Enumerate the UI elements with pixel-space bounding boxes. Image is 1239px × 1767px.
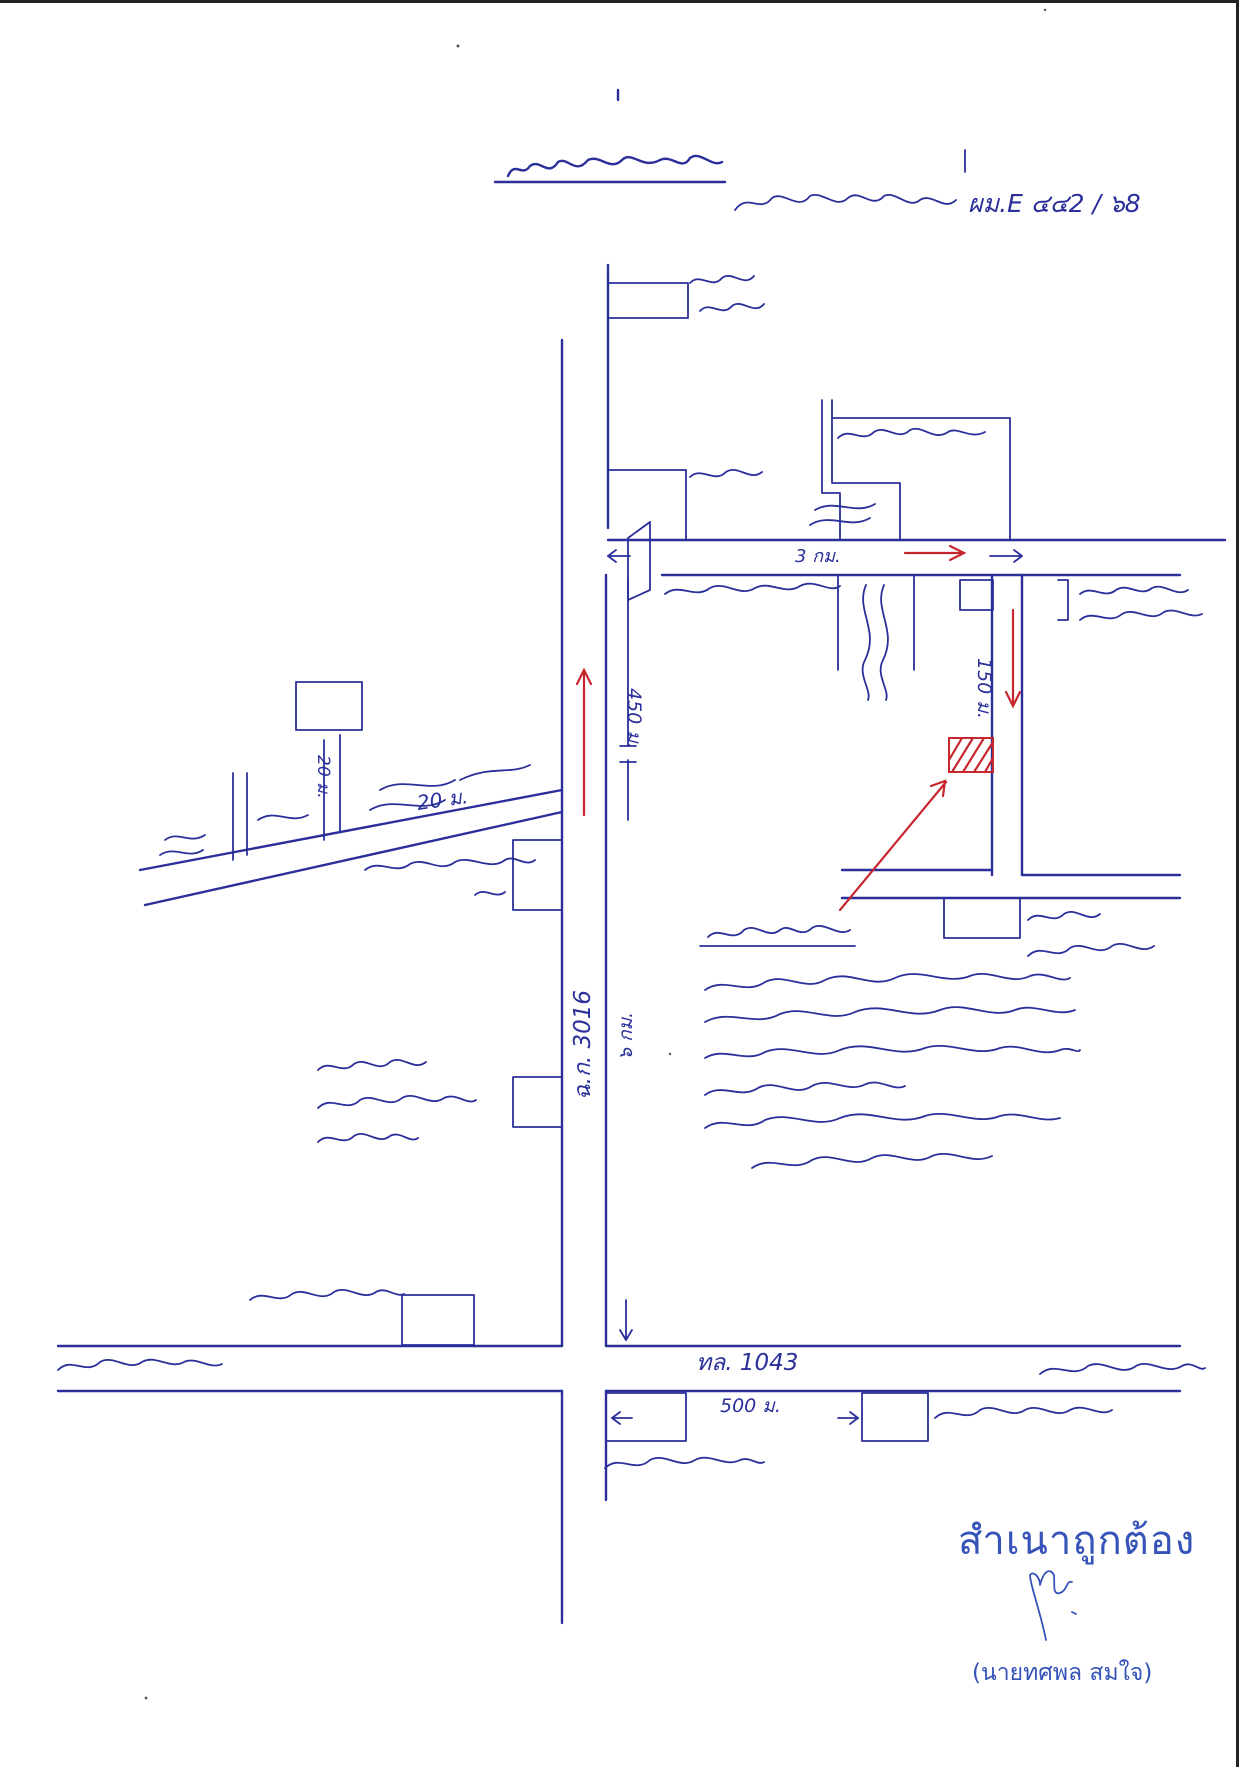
distance-markers [607, 549, 1023, 1425]
label-highway-1043: ทล. 1043 [696, 1350, 798, 1376]
north-west-box [295, 681, 363, 731]
road-network [56, 263, 1227, 1625]
south-west-box [605, 1392, 687, 1442]
signature [1029, 1570, 1077, 1641]
label-south-road-500: 500 ม. [720, 1395, 781, 1417]
landmark-school [607, 469, 687, 541]
handwritten-notes [57, 275, 1206, 1469]
landmark-temple-3 [831, 417, 1011, 541]
landmark-boxes [295, 282, 1069, 1442]
scan-border-top [0, 0, 1239, 3]
label-lane-vertical: 20 ม. [313, 755, 333, 799]
landmark-temple-1 [821, 399, 841, 541]
certifier-name: (นายทศพล สมใจ) [972, 1660, 1153, 1686]
shop-box [959, 579, 994, 611]
map-header: ผม.E ๔๔2 / ๖8 [493, 88, 1141, 218]
label-east-road-distance: 3 กม. [795, 546, 841, 567]
label-site-150: 150 ม. [973, 658, 995, 719]
landmark-north [607, 282, 689, 319]
document-code: ผม.E ๔๔2 / ๖8 [968, 189, 1141, 218]
temple-entrance [627, 521, 651, 601]
site-parcel [947, 736, 995, 774]
scan-border-right [1236, 0, 1239, 1767]
route-arrows [575, 544, 1022, 912]
scan-specks [144, 8, 1189, 1700]
intersection-box [512, 839, 563, 911]
label-rural-distance: ๖ กม. [615, 1012, 637, 1060]
certified-copy-stamp: สำเนาถูกต้อง [958, 1518, 1196, 1564]
temple-south-box [401, 1294, 475, 1346]
water-marks [159, 503, 889, 856]
office-box [943, 897, 1021, 939]
school-west-box [512, 1076, 563, 1128]
landmark-temple-2 [831, 399, 901, 541]
map-labels: 3 กม. 450 ม. 150 ม. 20 ม. 20 ม. 500 ม. ท… [313, 546, 995, 1417]
school-east-box [1057, 579, 1069, 621]
label-rural-road: ฉ.ก. 3016 [570, 990, 596, 1100]
south-east-box [861, 1392, 929, 1442]
label-lane-20: 20 ม. [415, 784, 469, 815]
label-north-450: 450 ม. [623, 688, 645, 749]
